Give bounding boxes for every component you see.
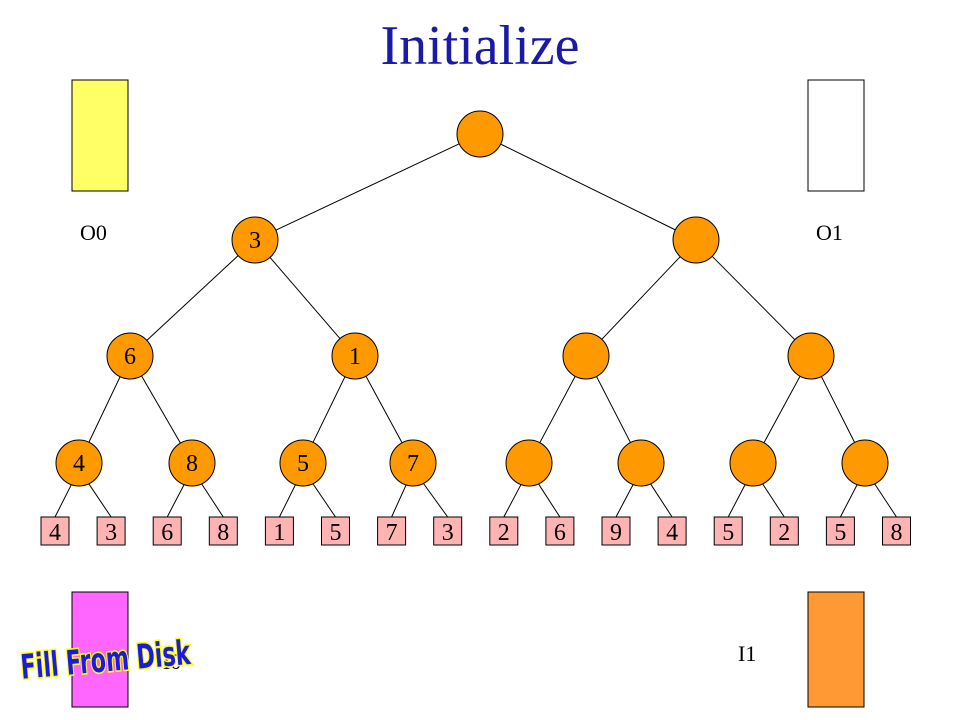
tree-edge [500, 143, 676, 231]
leaf-cell [882, 516, 911, 546]
tree-edge [278, 484, 296, 518]
tree-edge [711, 255, 796, 341]
tree-edge [201, 483, 224, 518]
tree-edge [601, 256, 681, 340]
leaf-value: 1 [273, 520, 285, 546]
tree-edge [539, 376, 576, 443]
leaf-cell [208, 516, 238, 546]
tree-edge [166, 484, 185, 518]
leaf-value: 2 [778, 520, 790, 546]
leaf-value: 4 [666, 520, 678, 546]
tree-level3-node-value: 7 [407, 451, 419, 477]
tree-edge [312, 376, 346, 443]
tree-level3-node [617, 439, 665, 487]
tree-level3-node [168, 439, 216, 487]
leaf-cell [40, 516, 70, 546]
tree-edge [727, 484, 746, 518]
tree-level2-node [562, 332, 610, 380]
buffer-i1-label: I1 [738, 641, 756, 666]
leaf-cell [545, 516, 575, 546]
tree-level3-node-value: 4 [73, 451, 85, 477]
leaf-cell [601, 516, 631, 546]
tree-level3-node [729, 439, 777, 487]
buffer-i0-label: I0 [163, 649, 181, 674]
tree-level2-node-value: 6 [124, 344, 136, 370]
leaf-value: 6 [161, 520, 173, 546]
buffer-i0 [71, 591, 129, 708]
tree-level3-node [55, 439, 103, 487]
buffer-o0-label: O0 [80, 220, 107, 245]
tree-edge [615, 484, 634, 518]
leaf-cell [321, 516, 350, 546]
tree-edge [820, 376, 856, 443]
tree-level3-node-value: 5 [297, 451, 309, 477]
tree-level1-node-value: 3 [249, 228, 261, 254]
leaf-value: 5 [330, 520, 342, 546]
tree-level2-node [106, 332, 154, 380]
tree-level2-node [331, 332, 379, 380]
tree-edge [538, 483, 561, 518]
buffer-o1 [807, 79, 865, 192]
tree-edge [503, 484, 522, 518]
leaf-value: 8 [217, 520, 229, 546]
tree-edge [275, 143, 460, 231]
tree-root-node [456, 110, 504, 158]
tree-level1-node [672, 216, 720, 264]
leaf-value: 6 [554, 520, 566, 546]
tree-edge [839, 484, 858, 518]
leaf-value: 5 [722, 520, 734, 546]
leaf-value: 2 [498, 520, 510, 546]
leaf-value: 8 [891, 520, 903, 546]
tree-edge [596, 376, 631, 443]
tree-edge [874, 483, 897, 518]
tree-edge [650, 483, 673, 518]
tree-edge [88, 483, 112, 518]
leaf-cell [825, 516, 855, 546]
leaf-value: 4 [49, 520, 61, 546]
slide-title: Initialize [380, 15, 580, 77]
tree-edge [423, 483, 449, 518]
leaf-value: 7 [386, 520, 398, 546]
tree-level3-node [841, 439, 889, 487]
buffer-o0 [71, 79, 129, 192]
leaf-cell [433, 516, 463, 546]
tree-level3-node [505, 439, 553, 487]
leaf-cell [713, 516, 743, 546]
leaf-cell [264, 516, 294, 546]
leaf-cell [377, 516, 407, 546]
tree-edge [88, 376, 121, 443]
leaf-value: 3 [105, 520, 117, 546]
leaf-cell [96, 516, 126, 546]
fill-from-disk-stamp: Fill From Disk [19, 633, 193, 687]
leaf-cell [769, 516, 799, 546]
tree-level3-node-value: 8 [186, 451, 198, 477]
buffer-o1-label: O1 [816, 220, 843, 245]
tree-edge [365, 375, 403, 444]
leaf-cell [489, 516, 519, 546]
leaf-value: 3 [442, 520, 454, 546]
leaf-value: 9 [610, 520, 622, 546]
tree-level1-node [231, 216, 279, 264]
tree-level2-node [787, 332, 835, 380]
tree-edge [762, 483, 785, 518]
tree-edge [54, 484, 72, 518]
leaf-value: 5 [834, 520, 846, 546]
tree-edge [391, 484, 407, 518]
tree-edge [146, 255, 239, 341]
leaf-cell [657, 516, 687, 546]
tree-edge [141, 375, 181, 444]
tree-edge [763, 375, 801, 444]
tree-edge [312, 483, 336, 518]
tree-level3-node [389, 439, 437, 487]
leaf-cell [152, 516, 182, 546]
buffer-i1 [807, 591, 865, 708]
tree-edge [269, 257, 341, 339]
tree-level3-node [279, 439, 327, 487]
tree-level2-node-value: 1 [349, 344, 361, 370]
